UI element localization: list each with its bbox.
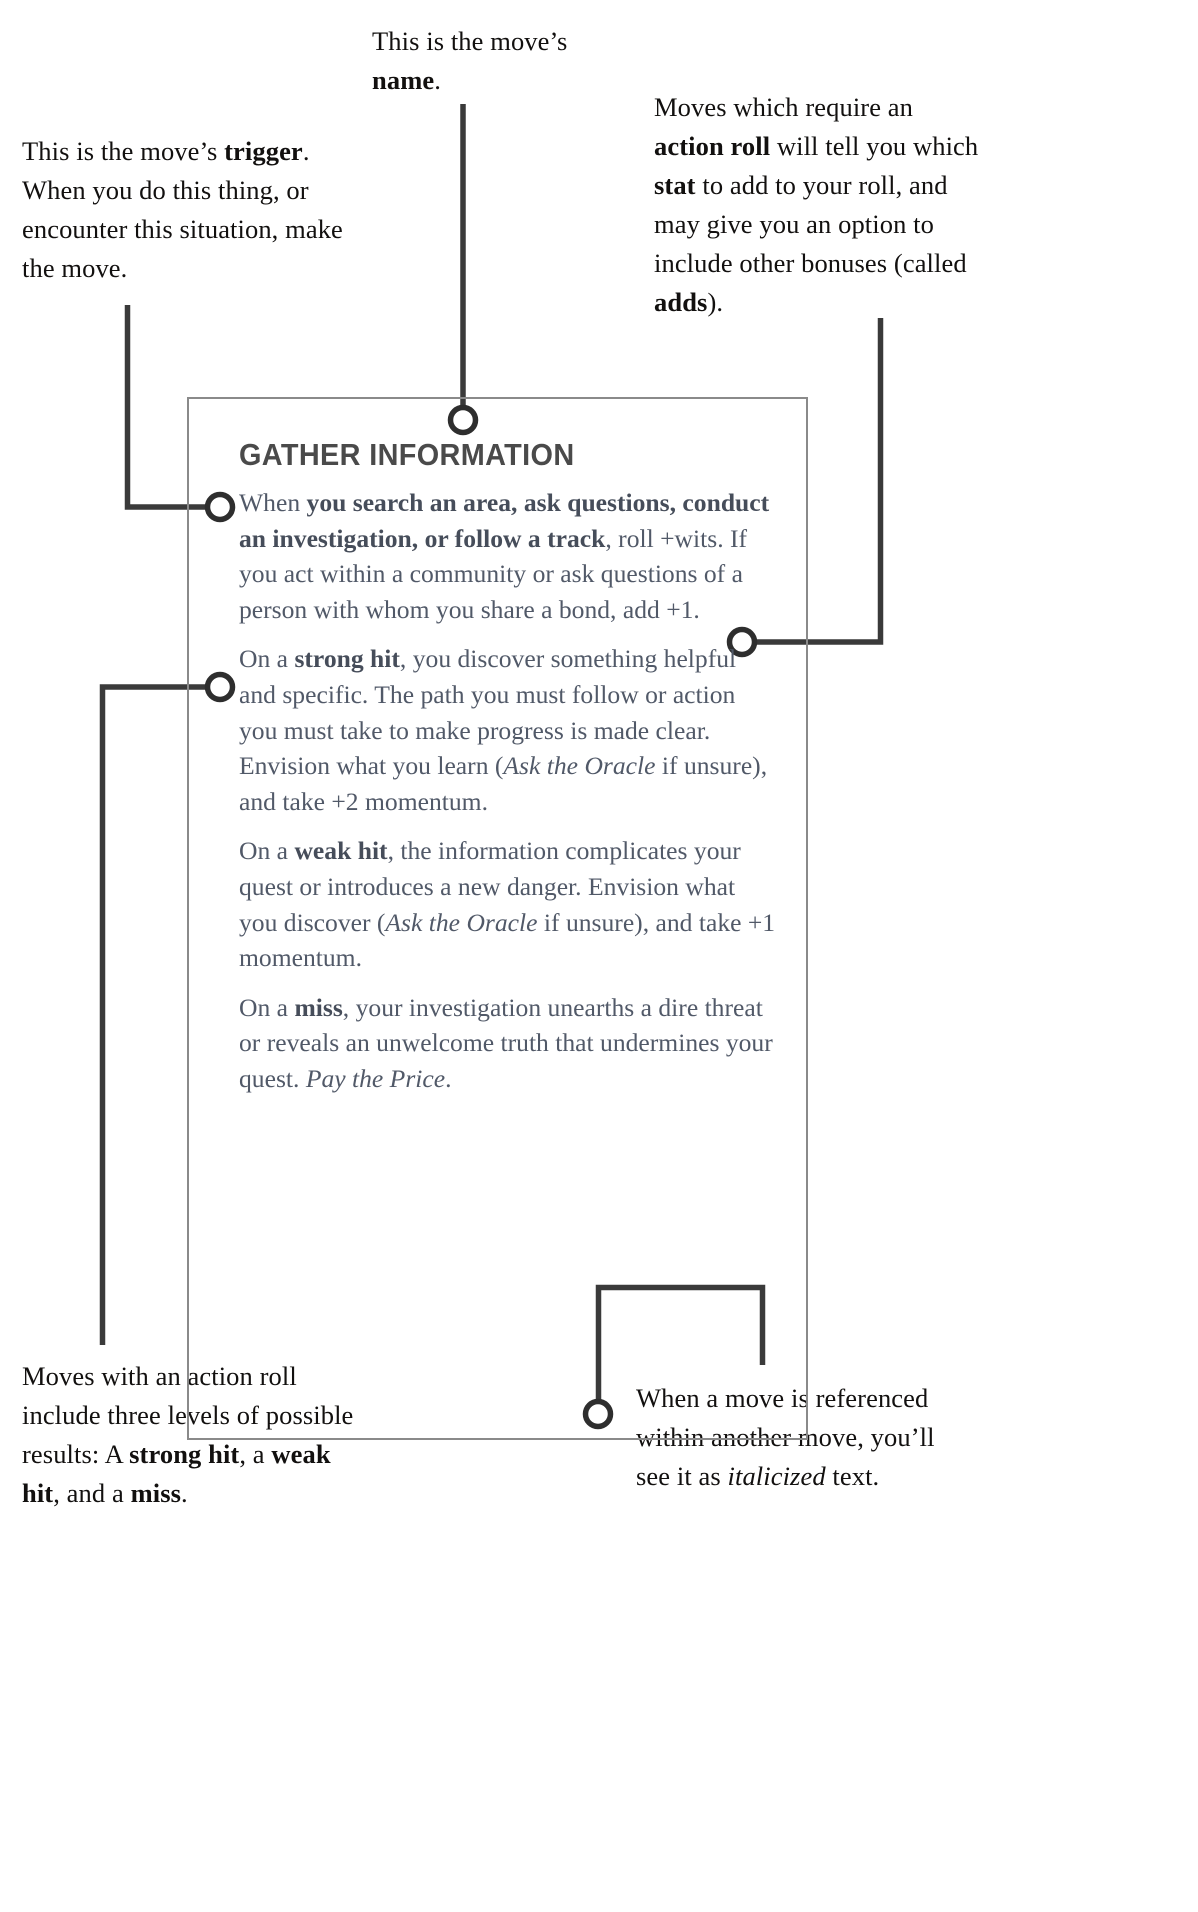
move-paragraph-strong-hit: On a strong hit, you discover something … (239, 644, 768, 816)
annotation-action-roll: Moves which require an action roll will … (654, 92, 979, 317)
annotation-italicized-reference: When a move is referenced within another… (636, 1383, 935, 1491)
move-paragraph-weak-hit: On a weak hit, the information complicat… (239, 836, 776, 973)
move-card: GATHER INFORMATION When you search an ar… (187, 397, 808, 1440)
move-title: GATHER INFORMATION (239, 437, 575, 472)
annotation-move-trigger: This is the move’s trigger. When you do … (22, 136, 343, 283)
annotation-move-name: This is the move’s name. (372, 26, 568, 95)
move-body: When you search an area, ask questions, … (239, 485, 779, 1097)
move-paragraph-miss: On a miss, your investigation unearths a… (239, 992, 773, 1093)
move-paragraph-trigger: When you search an area, ask questions, … (239, 488, 770, 624)
